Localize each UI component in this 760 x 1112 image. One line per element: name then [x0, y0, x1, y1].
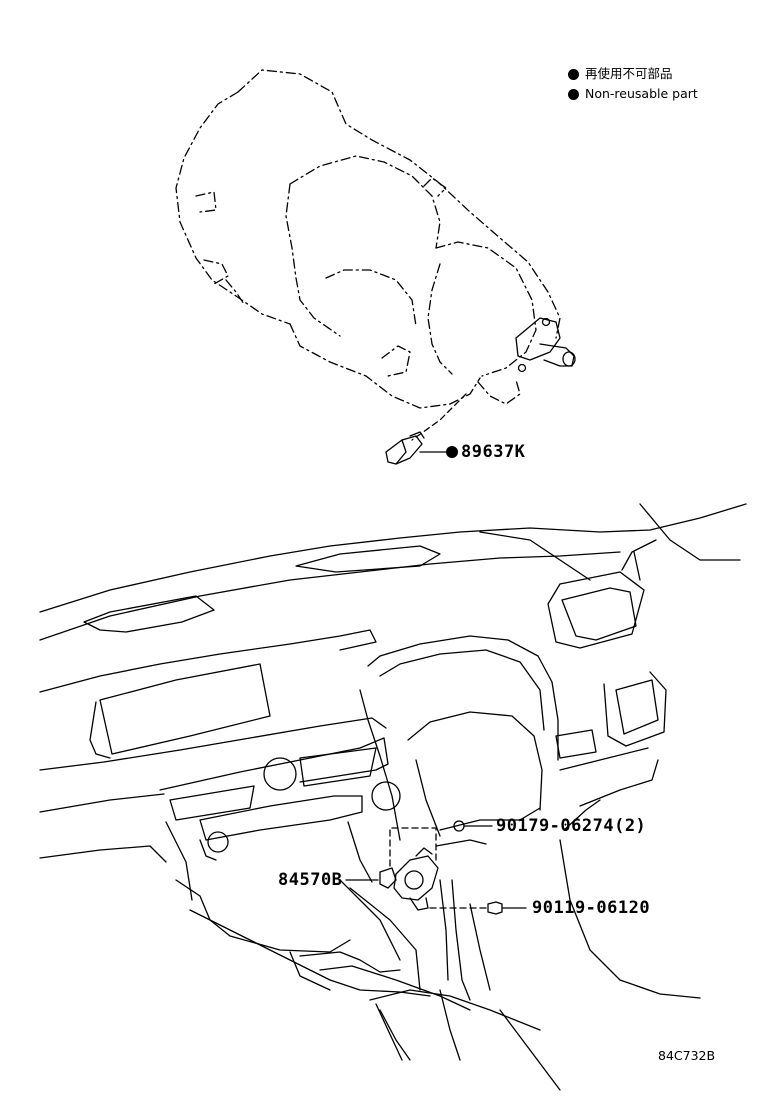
- legend-row-jp: 再使用不可部品: [568, 64, 698, 84]
- legend-jp-text: 再使用不可部品: [585, 66, 673, 81]
- speed-sensor-drawing: [385, 431, 425, 465]
- part-label-90119: 90119-06120: [532, 898, 651, 918]
- transmission-outline: [175, 69, 561, 409]
- filled-circle-icon: [446, 446, 458, 458]
- bolt-drawing: [487, 901, 503, 915]
- dashboard-outline: [39, 503, 747, 1091]
- filled-circle-icon: [568, 88, 579, 100]
- part-label-84570b: 84570B: [278, 870, 343, 890]
- legend-en-text: Non-reusable part: [585, 86, 698, 101]
- part-number-89637k: 89637K: [461, 442, 526, 462]
- diagram-code: 84C732B: [658, 1048, 716, 1063]
- filled-circle-icon: [568, 68, 579, 80]
- legend: 再使用不可部品 Non-reusable part: [568, 64, 698, 104]
- output-flange: [515, 317, 576, 373]
- part-label-89637k: 89637K: [446, 442, 525, 462]
- part-label-90179: 90179-06274(2): [496, 816, 647, 836]
- leaders-hardware: [389, 827, 489, 909]
- legend-row-en: Non-reusable part: [568, 84, 698, 104]
- sensor-84570b-drawing: [379, 847, 439, 911]
